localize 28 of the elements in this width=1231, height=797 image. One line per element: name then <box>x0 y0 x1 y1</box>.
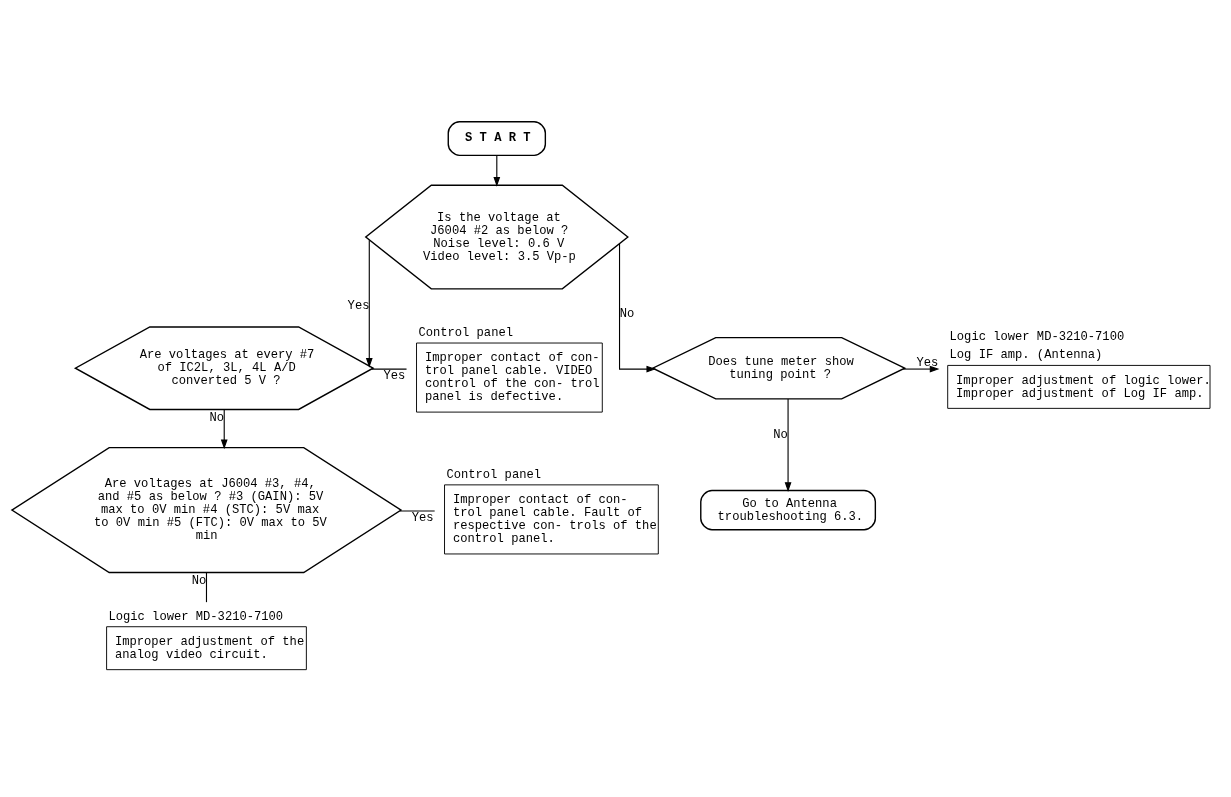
node-label: Logic lower MD-3210-7100 <box>949 329 1125 344</box>
edge-label: Yes <box>916 355 939 370</box>
arrow <box>784 398 792 492</box>
arrow <box>220 409 228 450</box>
node-label: Control panel <box>446 467 541 482</box>
connector <box>371 368 408 370</box>
edge-label: No <box>191 574 207 588</box>
node-box: Improper adjustment of the analog video circuit. <box>106 626 307 671</box>
edge-label: Yes <box>347 299 370 314</box>
edge-label: Yes <box>411 510 434 525</box>
arrow <box>619 243 657 373</box>
connector <box>205 572 208 603</box>
arrow <box>365 239 373 368</box>
node-label: Control panel <box>418 325 513 340</box>
connector <box>399 510 436 512</box>
node-box: S T A R T <box>447 121 547 157</box>
arrow <box>493 155 501 187</box>
node-label: Logic lower MD-3210-7100 <box>108 609 284 624</box>
edge-label: No <box>619 306 635 321</box>
node-label: Log IF amp. (Antenna) <box>949 348 1103 363</box>
node-box: Go to Antenna troubleshooting 6.3. <box>700 489 877 531</box>
edge-label: No <box>209 411 225 426</box>
node-box: Improper adjustment of logic lower. Improper adjustment of Log IF amp. <box>947 364 1211 409</box>
arrow <box>902 365 940 373</box>
node-box: Improper contact of con- trol panel cable. VIDEO control of the con- trol panel is defective. <box>416 342 603 413</box>
edge-label: No <box>773 427 788 442</box>
node-box: Improper contact of con- trol panel cable. Fault of respective con- trols of the control panel. <box>444 484 659 555</box>
edge-label: Yes <box>383 368 406 383</box>
